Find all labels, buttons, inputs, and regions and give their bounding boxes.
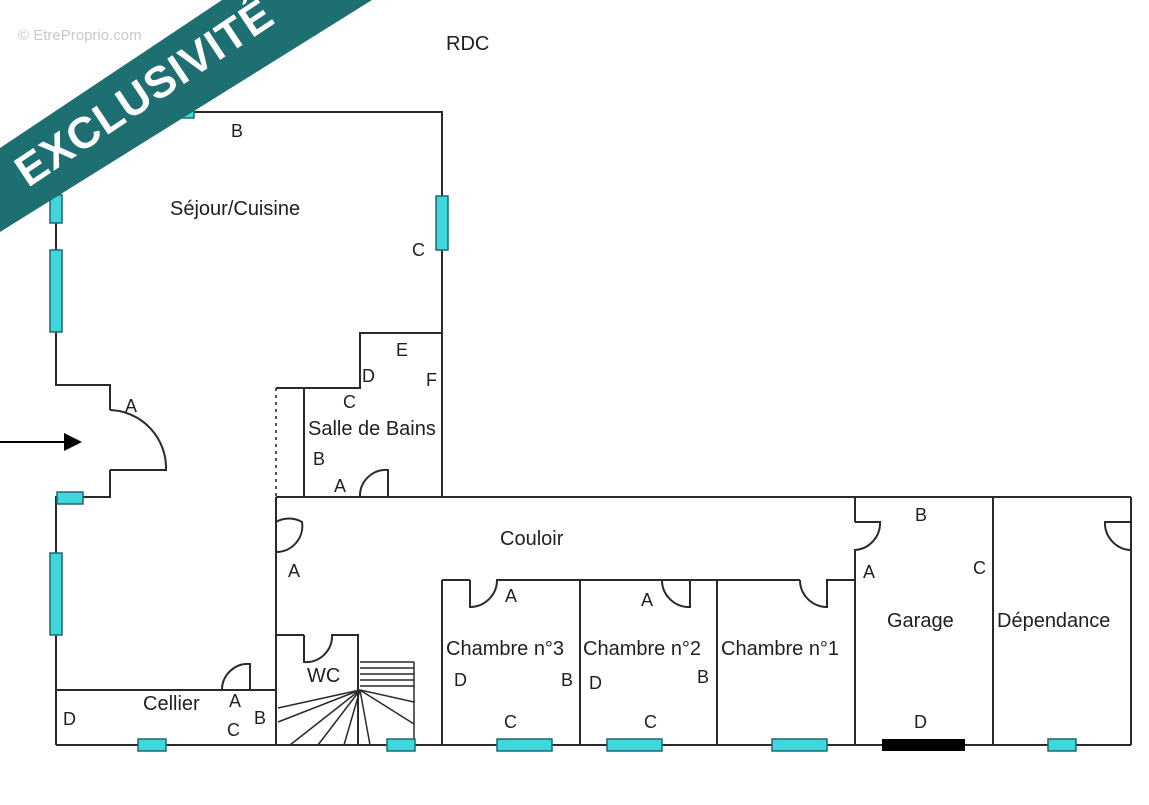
- door-garage: [854, 521, 882, 576]
- door-wc: [303, 634, 359, 664]
- window-entry-left: [49, 552, 63, 636]
- room-label-sejour: Séjour/Cuisine: [170, 198, 300, 220]
- door-dependance: [1103, 521, 1132, 560]
- mark-ch2-b: B: [697, 667, 709, 687]
- mark-garage-a: A: [863, 562, 875, 582]
- mark-sejour-c: C: [412, 240, 425, 260]
- wall-sdb-top: [304, 332, 442, 389]
- window-ch2: [606, 738, 663, 752]
- entry-arrow-icon: [0, 433, 82, 451]
- room-label-wc: WC: [307, 665, 340, 687]
- watermark-text: © EtreProprio.com: [18, 27, 142, 44]
- mark-ch2-a: A: [641, 590, 653, 610]
- door-ch3: [469, 579, 524, 609]
- level-title: RDC: [446, 33, 489, 55]
- room-label-sdb: Salle de Bains: [308, 418, 436, 440]
- room-label-couloir: Couloir: [500, 528, 564, 550]
- door-sdb: [358, 468, 389, 498]
- wall-entry-left: [55, 470, 111, 745]
- window-dependance: [1047, 738, 1077, 752]
- window-sejour-right: [435, 195, 449, 251]
- mark-cellier-b: B: [254, 708, 266, 728]
- garage-door-d: [882, 739, 965, 751]
- room-label-ch1: Chambre n°1: [721, 638, 839, 660]
- wall-markers: B C A E D F C B A A D A B C A D B C A D …: [63, 121, 986, 740]
- mark-ch3-c: C: [504, 712, 517, 732]
- mark-sdb-c: C: [343, 392, 356, 412]
- mark-sdb-e: E: [396, 340, 408, 360]
- mark-sdb-a: A: [334, 476, 346, 496]
- mark-ch2-c: C: [644, 712, 657, 732]
- mark-ch2-d: D: [589, 673, 602, 693]
- door-cellier: [220, 662, 251, 691]
- mark-ch3-d: D: [454, 670, 467, 690]
- stairs: [277, 661, 415, 746]
- mark-sdb-f: F: [426, 370, 437, 390]
- mark-cellier-c: C: [227, 720, 240, 740]
- ribbon-band: [0, 0, 372, 232]
- window-ch3: [496, 738, 553, 752]
- mark-sdb-d: D: [362, 366, 375, 386]
- room-label-ch3: Chambre n°3: [446, 638, 564, 660]
- mark-garage-d: D: [914, 712, 927, 732]
- room-labels: Séjour/Cuisine Salle de Bains Couloir Ce…: [143, 198, 1110, 715]
- mark-ch3-a: A: [505, 586, 517, 606]
- door-entrance: [109, 409, 168, 471]
- mark-ch3-b: B: [561, 670, 573, 690]
- room-label-dependance: Dépendance: [997, 610, 1110, 632]
- door-ch1: [799, 579, 855, 609]
- window-cellier: [137, 738, 167, 752]
- mark-garage-c: C: [973, 558, 986, 578]
- room-label-cellier: Cellier: [143, 693, 200, 715]
- mark-sejour-b: B: [231, 121, 243, 141]
- mark-couloir-a: A: [288, 561, 300, 581]
- mark-garage-b: B: [915, 505, 927, 525]
- mark-sdb-b: B: [313, 449, 325, 469]
- window-wc: [386, 738, 416, 752]
- room-label-garage: Garage: [887, 610, 954, 632]
- mark-cellier-a: A: [229, 691, 241, 711]
- room-label-ch2: Chambre n°2: [583, 638, 701, 660]
- windows: [49, 105, 1077, 752]
- mark-cellier-d: D: [63, 709, 76, 729]
- wall-sejour-left: [55, 112, 111, 410]
- window-sejour-left-2: [49, 249, 63, 333]
- mark-sejour-a: A: [125, 396, 137, 416]
- window-ch1: [771, 738, 828, 752]
- door-ch2: [661, 579, 691, 609]
- door-couloir-left: [275, 517, 304, 554]
- window-entry: [56, 491, 84, 505]
- doors: [109, 409, 1132, 691]
